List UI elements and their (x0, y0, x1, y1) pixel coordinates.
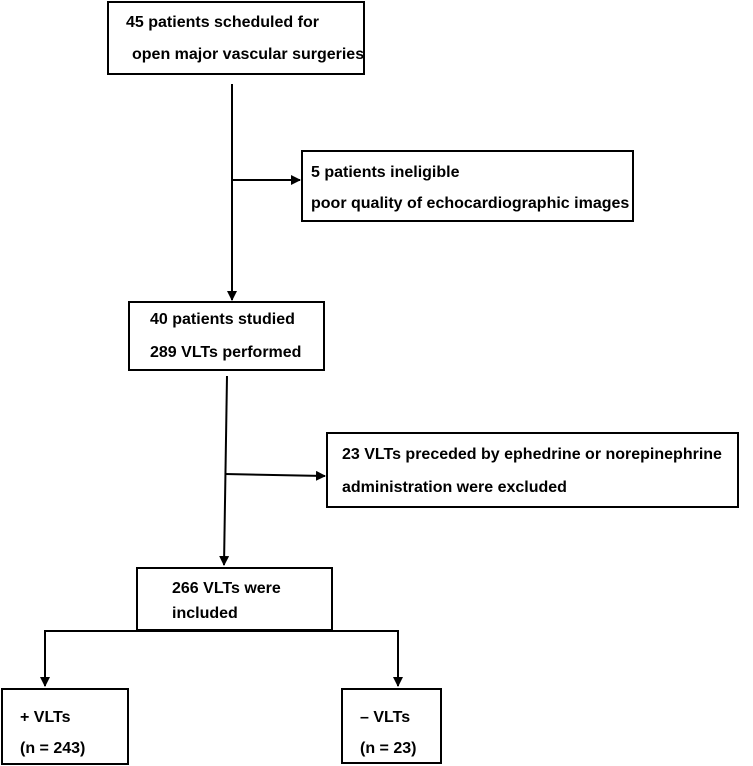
box-ineligible-line2: poor quality of echocardiographic images (311, 195, 630, 212)
box-ineligible: 5 patients ineligible poor quality of ec… (301, 150, 634, 222)
box-scheduled-line2: open major vascular surgeries (132, 46, 365, 63)
box-negative-line2: (n = 23) (360, 740, 417, 757)
box-excluded: 23 VLTs preceded by ephedrine or norepin… (326, 432, 739, 508)
arrow-to-excluded (224, 470, 326, 481)
box-negative-line1: – VLTs (360, 709, 411, 726)
arrow-studied-to-included (219, 375, 230, 566)
box-positive-line2: (n = 243) (20, 740, 86, 757)
box-studied-line2: 289 VLTs performed (150, 344, 302, 361)
box-negative-vlts: – VLTs (n = 23) (341, 688, 442, 764)
box-scheduled: 45 patients scheduled for open major vas… (107, 1, 365, 75)
box-included-line2: included (172, 605, 238, 622)
box-ineligible-line1: 5 patients ineligible (311, 164, 460, 181)
box-positive-line1: + VLTs (20, 709, 71, 726)
box-positive-vlts: + VLTs (n = 243) (1, 688, 129, 765)
box-scheduled-line1: 45 patients scheduled for (126, 14, 319, 31)
box-included-line1: 266 VLTs were (172, 580, 281, 597)
box-excluded-line1: 23 VLTs preceded by ephedrine or norepin… (342, 446, 722, 463)
box-studied: 40 patients studied 289 VLTs performed (128, 301, 325, 371)
box-excluded-line2: administration were excluded (342, 479, 567, 496)
box-included: 266 VLTs were included (136, 567, 333, 631)
box-studied-line1: 40 patients studied (150, 311, 295, 328)
